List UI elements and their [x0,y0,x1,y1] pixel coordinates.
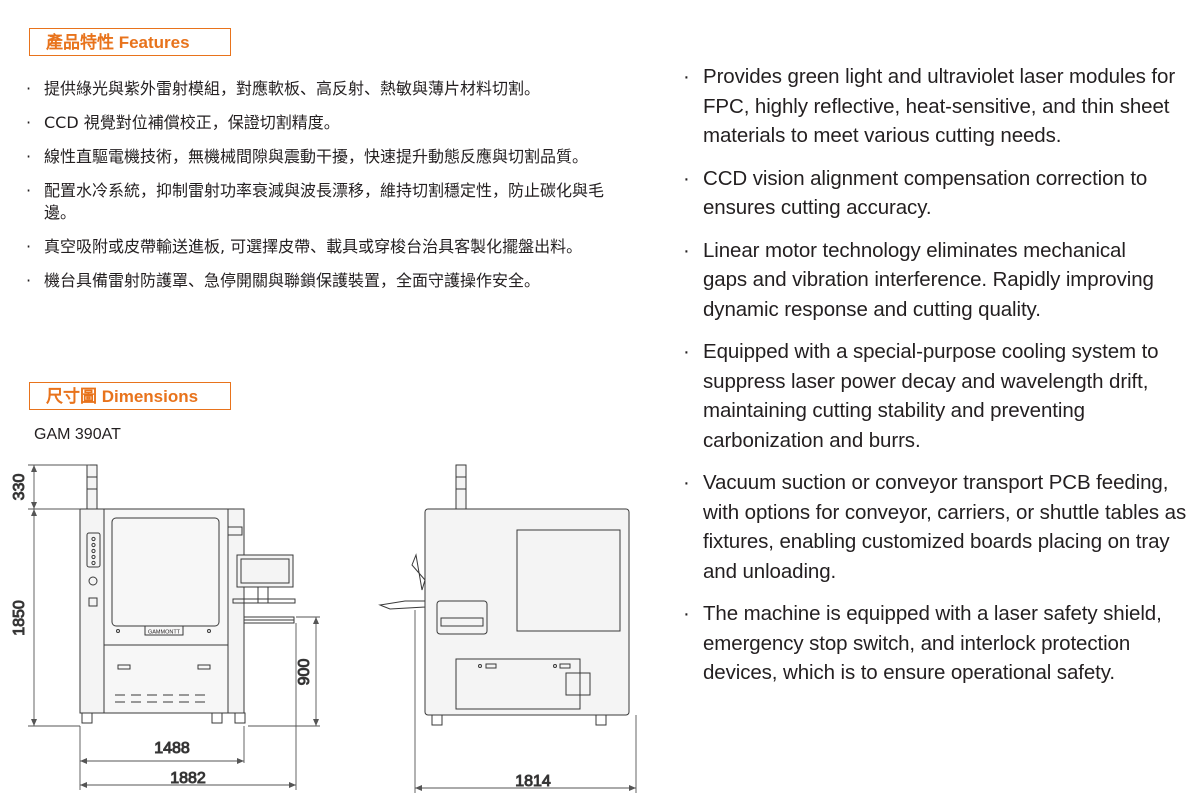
list-item: ·提供綠光與紫外雷射模組，對應軟板、高反射、熱敏與薄片材料切割。 [26,79,541,98]
dim-label-330: 330 [11,474,28,501]
side-panel [516,529,621,632]
estop-icon [88,576,98,586]
list-item: ·The machine is equipped with a laser sa… [683,602,1162,684]
brand-plate [144,625,184,636]
dimensions-heading: 尺寸圖 Dimensions [29,382,231,410]
dimension-drawing: GAMMONTT [11,464,637,793]
list-item: ·Provides green light and ultraviolet la… [683,65,1176,147]
dim-label-1882: 1882 [170,770,206,787]
list-item: ·真空吸附或皮帶輸送進板, 可選擇皮帶、載具或穿梭台治具客製化擺盤出料。 [26,237,583,256]
list-item: ·機台具備雷射防護罩、急停開關與聯鎖保護裝置，全面守護操作安全。 [26,271,541,290]
side-view [378,464,630,726]
lower-cabinet [455,658,581,710]
list-item: ·CCD vision alignment compensation corre… [683,166,1148,220]
button-panel [86,532,101,568]
signal-tower-side [455,464,467,510]
svg-text:GAMMONTT: GAMMONTT [148,630,181,636]
model-label: GAM 390AT [34,426,121,443]
features-en-list: ·Provides green light and ultraviolet la… [683,62,1193,701]
dim-label-900: 900 [296,659,313,686]
list-item: ·CCD 視覺對位補償校正，保證切割精度。 [26,113,340,132]
front-view: GAMMONTT [79,464,296,724]
switch-icon [88,597,98,607]
list-item: ·線性直驅電機技術，無機械間隙與震動干擾，快速提升動態反應與切割品質。 [26,147,589,166]
dim-label-1814: 1814 [515,773,551,790]
monitor [236,554,294,588]
list-item: ·Equipped with a special-purpose cooling… [683,340,1159,452]
machine-body-side [424,508,630,716]
dimension-lines [28,464,637,793]
signal-tower [86,464,98,510]
list-item: ·Vacuum suction or conveyor transport PC… [683,471,1187,583]
dim-label-1488: 1488 [154,740,190,757]
features-zh-list: ·提供綠光與紫外雷射模組，對應軟板、高反射、熱敏與薄片材料切割。 ·CCD 視覺… [22,78,652,304]
dim-label-1850: 1850 [11,600,28,636]
loading-port [436,600,488,635]
list-item: ·配置水冷系統，抑制雷射功率衰減與波長漂移，維持切割穩定性，防止碳化與毛邊。 [26,181,605,222]
vent-slots [115,694,205,703]
keyboard-side [378,600,426,610]
monitor-side [411,553,426,591]
features-heading: 產品特性 Features [29,28,231,56]
list-item: ·Linear motor technology eliminates mech… [683,238,1154,321]
